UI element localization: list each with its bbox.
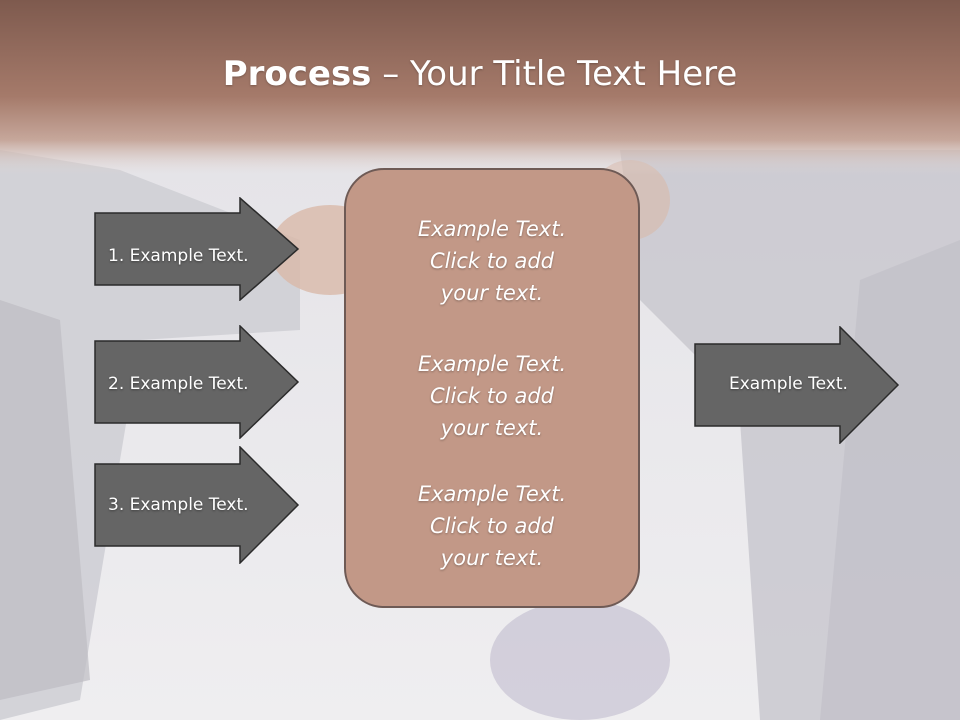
- left-arrow-2[interactable]: [94, 325, 300, 439]
- left-arrow-3[interactable]: [94, 446, 300, 564]
- center-text-box[interactable]: [344, 168, 640, 608]
- center-text-block-3[interactable]: Example Text. Click to add your text.: [417, 482, 567, 570]
- left-arrow-1-label: 1. Example Text.: [108, 246, 249, 266]
- left-arrow-1[interactable]: [94, 197, 300, 301]
- right-arrow-label: Example Text.: [729, 374, 848, 394]
- right-arrow[interactable]: [694, 326, 900, 444]
- left-arrow-3-label: 3. Example Text.: [108, 495, 249, 515]
- center-text-block-1[interactable]: Example Text. Click to add your text.: [417, 217, 567, 305]
- left-arrow-2-label: 2. Example Text.: [108, 374, 249, 394]
- slide-title[interactable]: Process – Your Title Text Here: [0, 52, 960, 96]
- center-text-block-2[interactable]: Example Text. Click to add your text.: [417, 352, 567, 440]
- title-bold: Process: [222, 54, 372, 94]
- title-rest: – Your Title Text Here: [371, 54, 738, 94]
